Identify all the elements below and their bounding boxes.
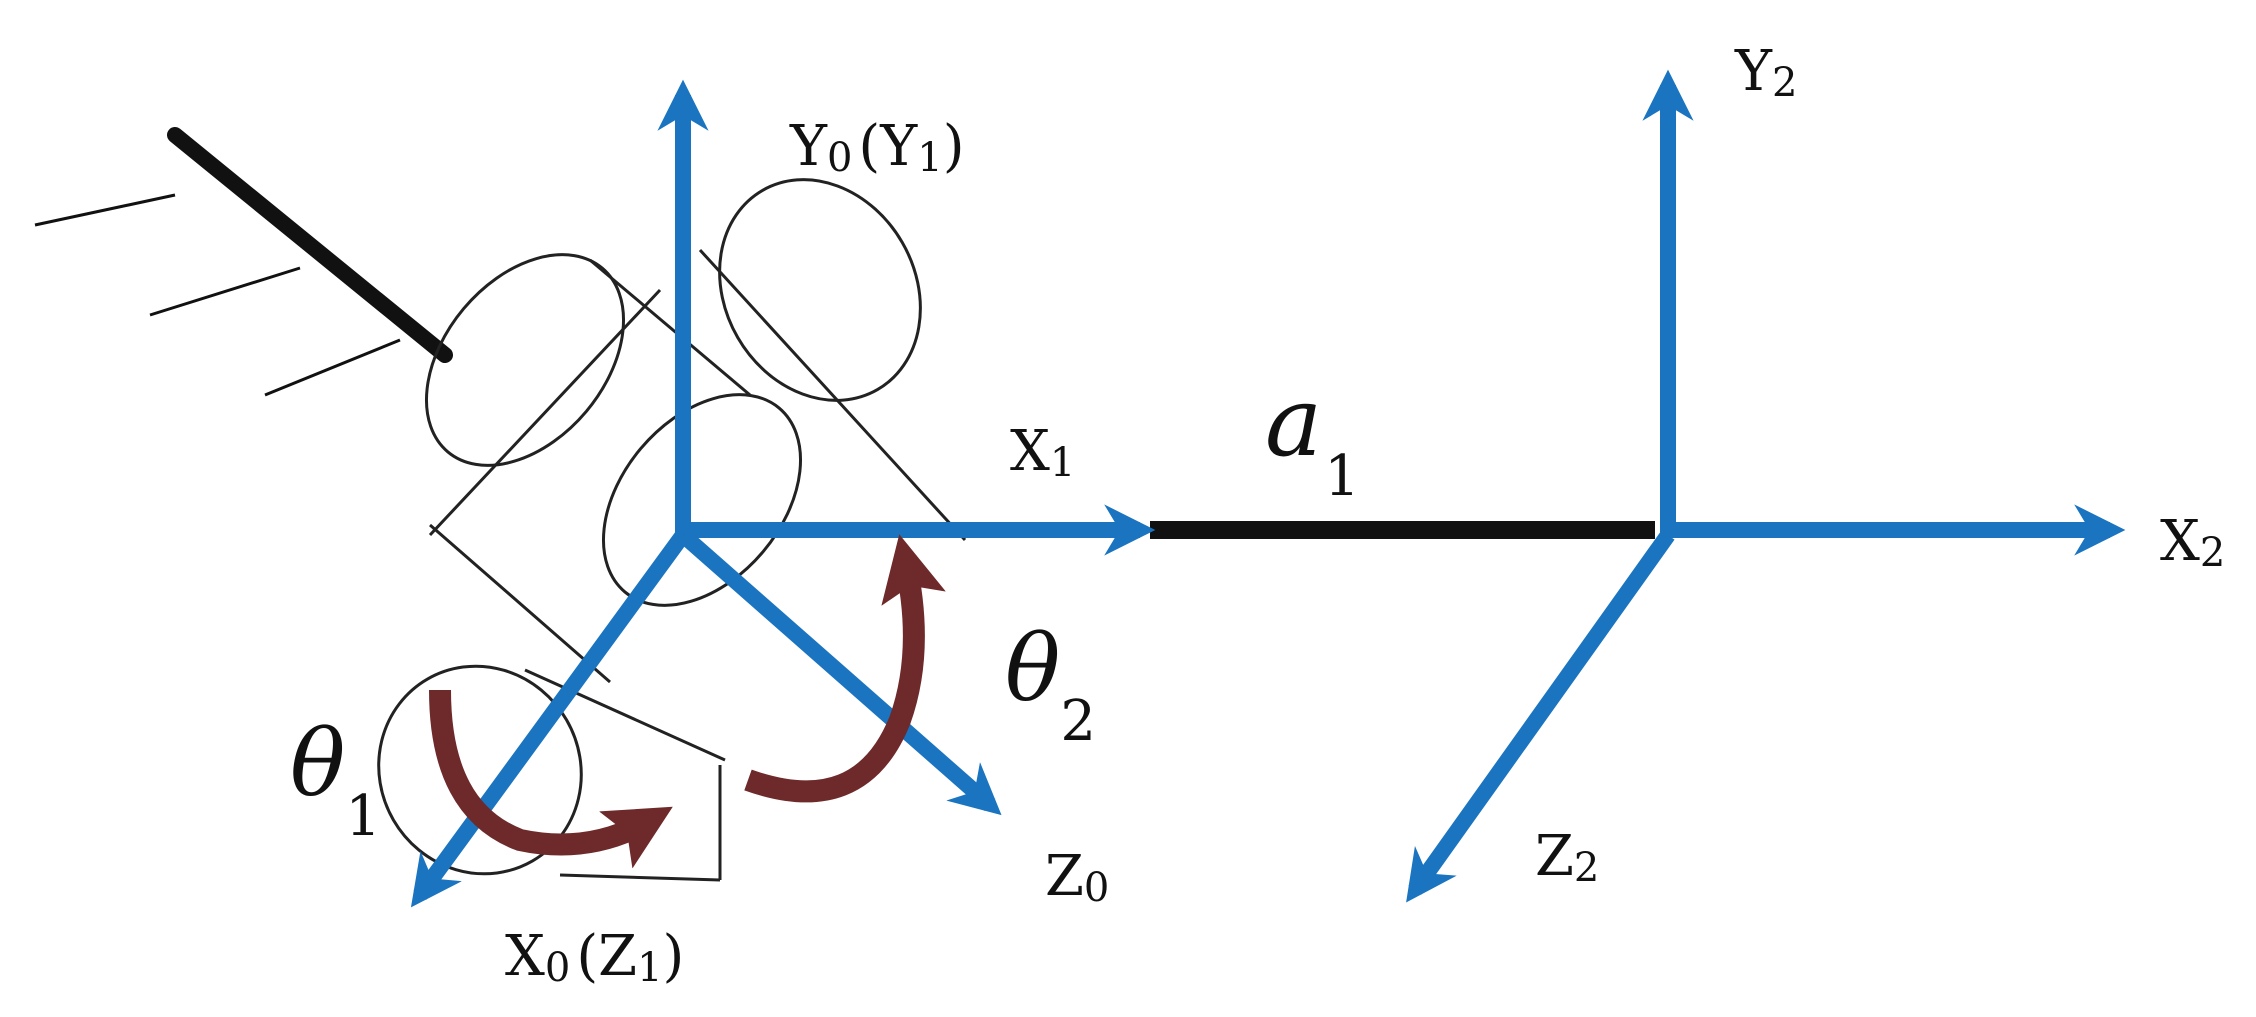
rotation-arrows xyxy=(429,534,946,869)
label-theta1: θ1 xyxy=(290,710,381,849)
frame-2-axes xyxy=(1406,69,2126,903)
rotation-theta2-arrow xyxy=(744,534,946,803)
labels: Y0(Y1) X1 a1 Y2 X2 Z2 Z0 θ1 θ2 X0(Z1) xyxy=(290,39,2225,991)
rotation-theta1-arrow xyxy=(429,689,673,869)
label-theta2: θ2 xyxy=(1005,615,1096,754)
label-x0-z1: X0(Z1) xyxy=(505,924,684,991)
joint-2-cylinder xyxy=(377,178,967,882)
mount-rod xyxy=(167,127,453,363)
axis-z2 xyxy=(1406,530,1675,903)
axis-x0 xyxy=(410,530,690,908)
label-x1: X1 xyxy=(1010,419,1075,486)
label-a1: a1 xyxy=(1265,366,1360,509)
hatch-line-2 xyxy=(149,266,301,317)
axis-z0 xyxy=(677,528,1002,816)
frame-0-1-axes xyxy=(410,79,1156,908)
label-z0: Z0 xyxy=(1045,844,1109,911)
label-z2: Z2 xyxy=(1535,824,1599,891)
joint-1-cylinder xyxy=(424,253,803,684)
label-y2: Y2 xyxy=(1734,39,1797,106)
label-y0-y1: Y0(Y1) xyxy=(789,114,965,181)
ground-mount xyxy=(34,127,453,397)
hatch-line-3 xyxy=(264,338,401,397)
hatch-line-1 xyxy=(34,193,176,227)
label-x2: X2 xyxy=(2160,509,2225,576)
